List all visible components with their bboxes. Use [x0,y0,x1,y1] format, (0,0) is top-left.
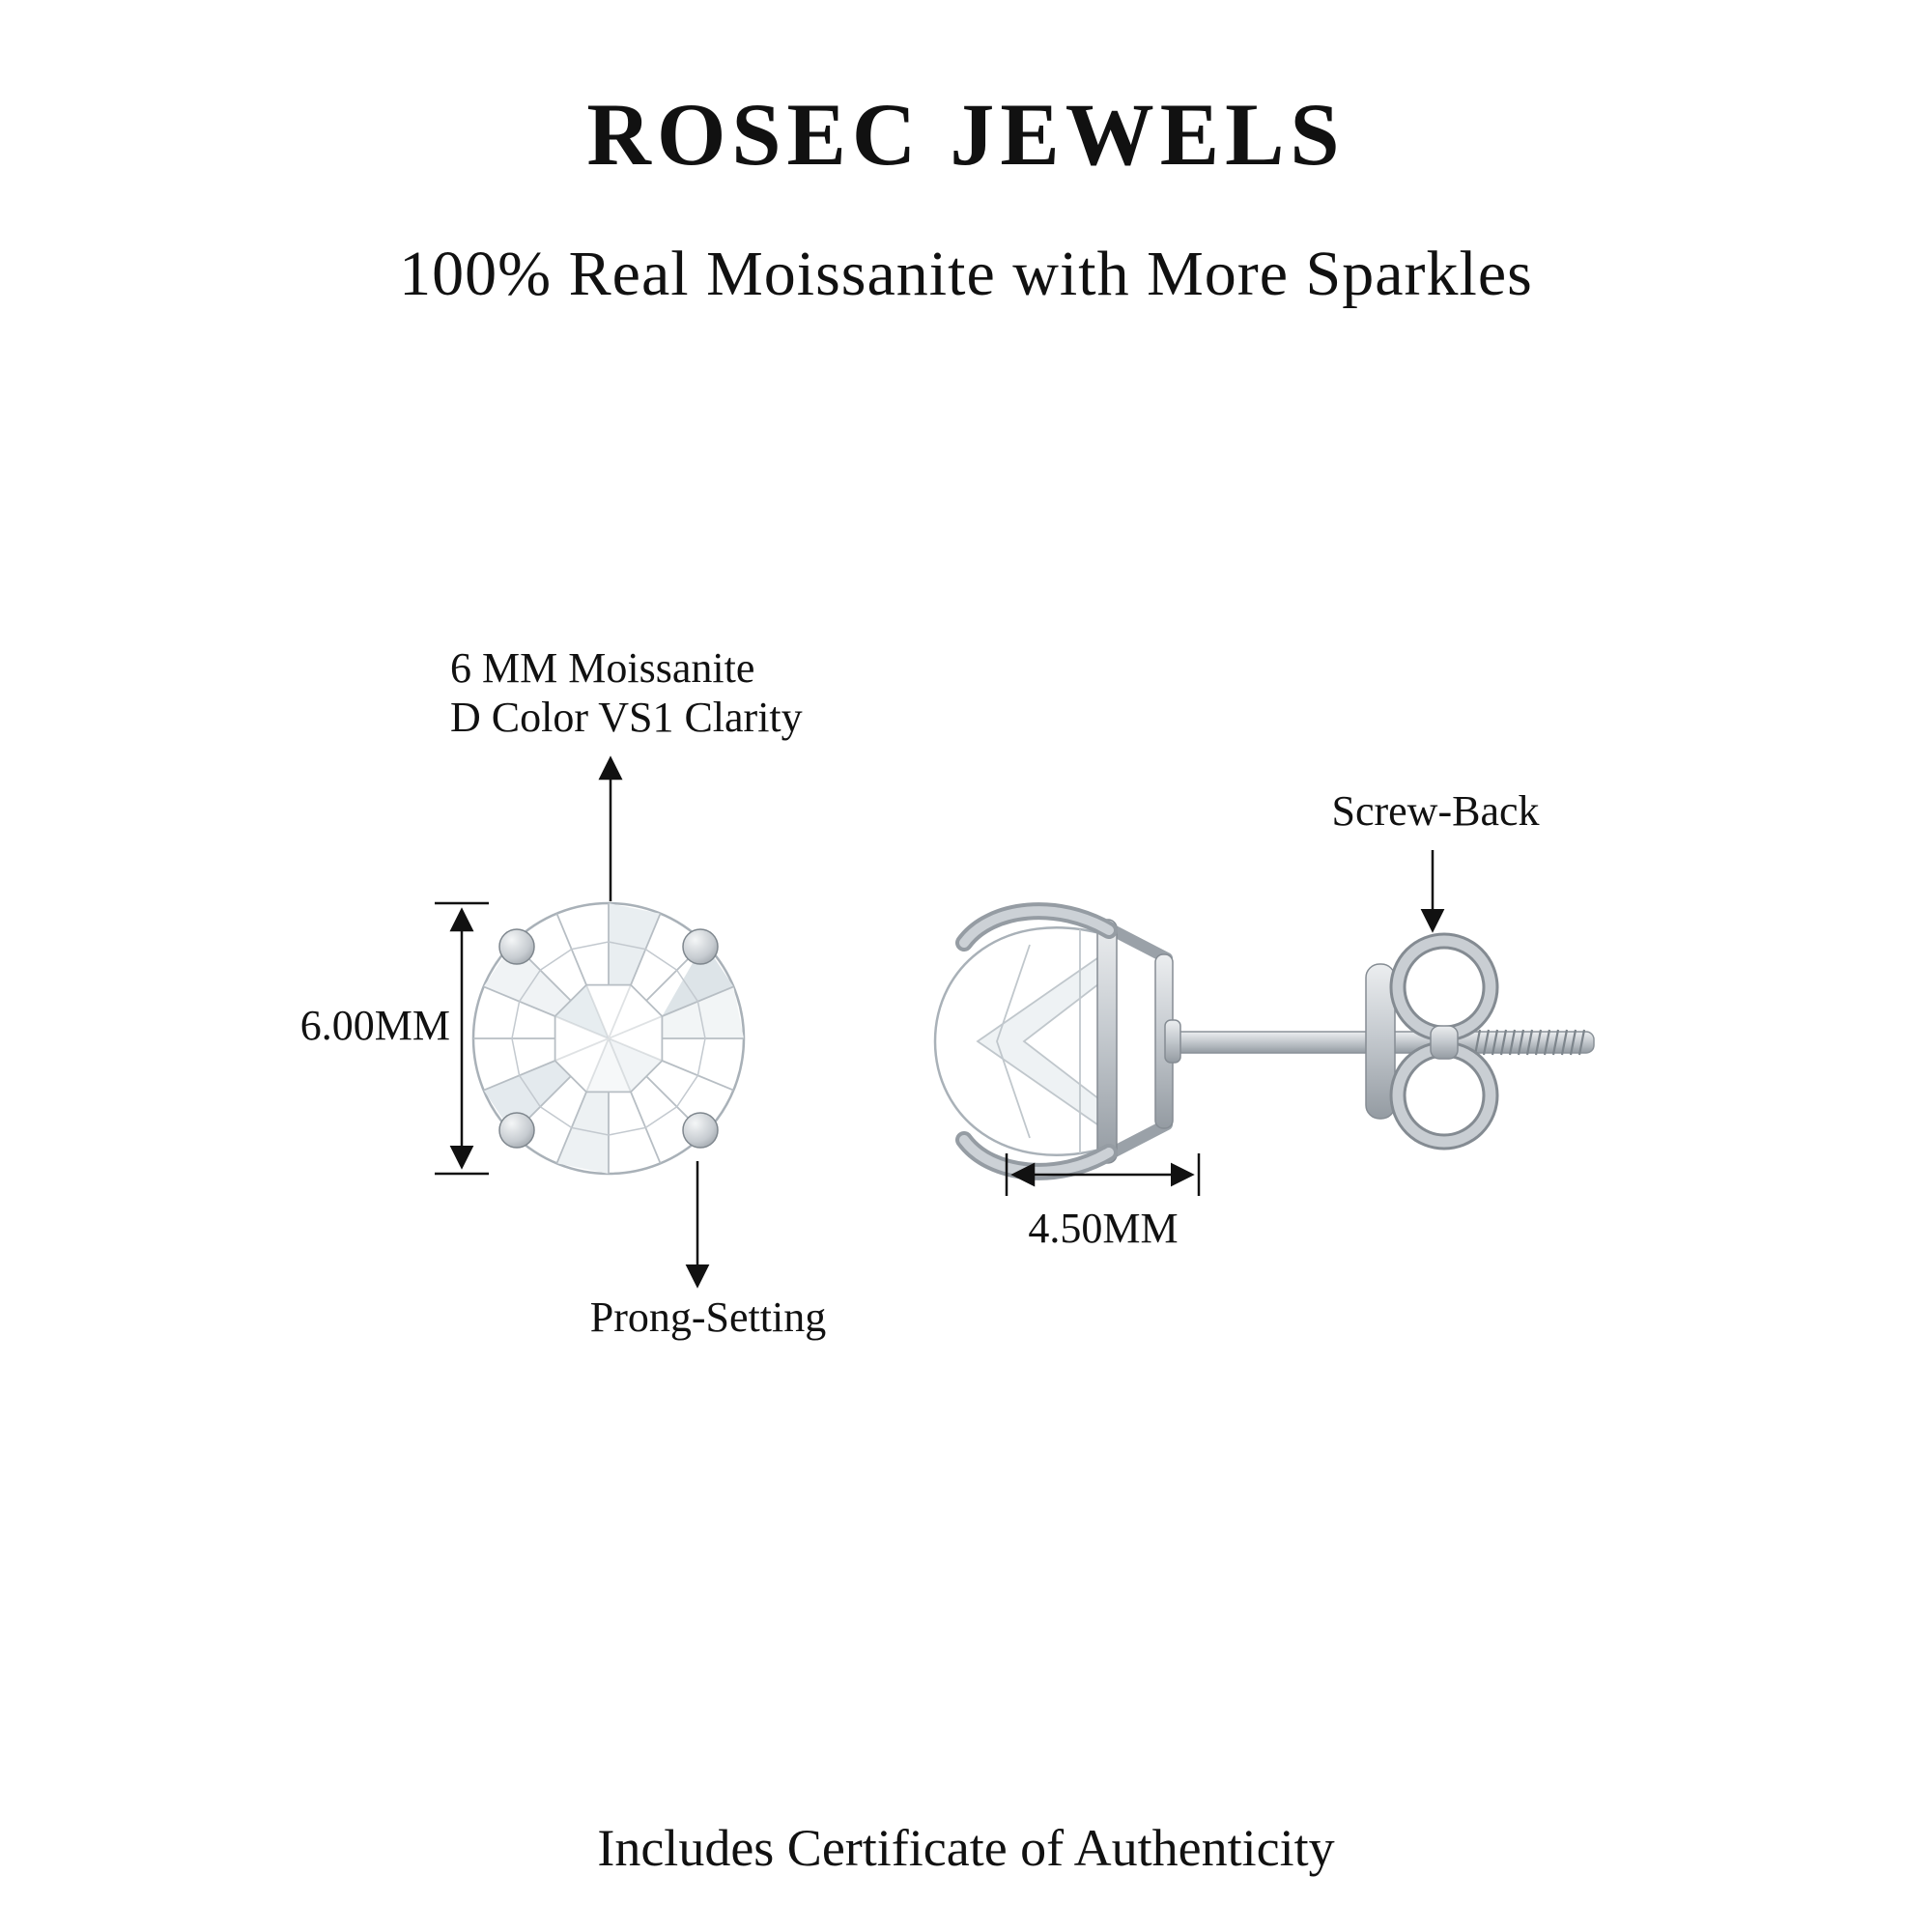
stone-callout-line1: 6 MM Moissanite [450,644,755,692]
side-view-earring-illustration [933,902,1595,1180]
annotations [435,755,1445,1289]
prong-ball-top-left [498,928,535,965]
stone-side [933,926,1109,1156]
width-dimension-label: 4.50MM [1028,1205,1179,1252]
prong-ball-bottom-right [682,1112,719,1149]
height-dimension-line [435,901,489,1176]
prong-setting-label: Prong-Setting [589,1293,827,1341]
stone-callout-line2: D Color VS1 Clarity [450,694,803,742]
screw-back-label: Screw-Back [1331,787,1540,835]
front-view-gem-illustration [471,901,746,1176]
screw-thread [1473,1029,1586,1056]
brand-title: ROSEC JEWELS [586,85,1346,184]
prong-ball-bottom-left [498,1112,535,1149]
height-dimension-label: 6.00MM [299,1002,450,1049]
screw-back-plate [1365,963,1396,1120]
certificate-note: Includes Certificate of Authenticity [597,1819,1335,1877]
screw-back-loops [1389,932,1499,1151]
width-dimension-line [1005,1153,1201,1196]
tagline: 100% Real Moissanite with More Sparkles [399,239,1533,309]
gem-facet-lines [473,903,744,1174]
prong-ball-top-right [682,928,719,965]
gem-sparkle-facets [483,903,744,1174]
stone-callout-label: 6 MM Moissanite D Color VS1 Clarity [450,643,803,742]
prong-basket [1105,923,1181,1159]
prong-balls [498,928,719,1149]
